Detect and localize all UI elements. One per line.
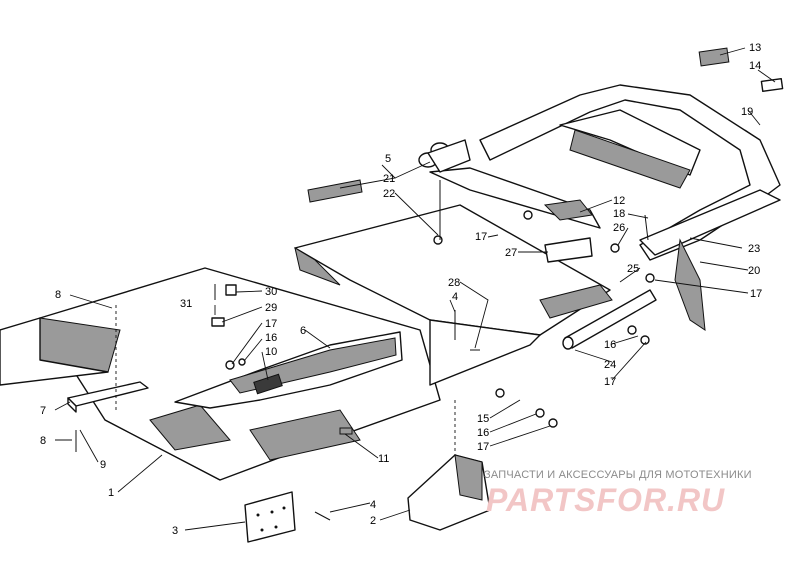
- strip-5: [307, 179, 363, 203]
- plate-14: [760, 77, 784, 93]
- callout-4-b: 4: [370, 499, 376, 511]
- watermark-logo: PARTSFOR.RU: [486, 482, 726, 518]
- callout-18: 18: [613, 208, 625, 220]
- callout-16-a: 16: [265, 332, 277, 344]
- callout-20: 20: [748, 265, 760, 277]
- callout-5: 5: [385, 153, 391, 165]
- mid-tunnel: [294, 204, 613, 386]
- block-7: [67, 381, 149, 413]
- callout-30: 30: [265, 286, 277, 298]
- callout-3: 3: [172, 525, 178, 537]
- callout-26: 26: [613, 222, 625, 234]
- callout-14: 14: [749, 60, 761, 72]
- callout-17-a: 17: [475, 231, 487, 243]
- callout-8-a: 8: [55, 289, 61, 301]
- tubes-21: [418, 139, 471, 173]
- callout-13: 13: [749, 42, 761, 54]
- side-rail-12: [429, 167, 601, 229]
- callout-9: 9: [100, 459, 106, 471]
- watermark-subtitle: ЗАПЧАСТИ И АКСЕССУАРЫ ДЛЯ МОТОТЕХНИКИ: [484, 469, 752, 481]
- callout-2: 2: [370, 515, 376, 527]
- callout-21: 21: [383, 173, 395, 185]
- callout-1: 1: [108, 487, 114, 499]
- callout-17-c: 17: [604, 376, 616, 388]
- plate-13: [698, 47, 730, 67]
- callout-10: 10: [265, 346, 277, 358]
- mount-bracket-2: [407, 400, 491, 531]
- callout-25: 25: [627, 263, 639, 275]
- tunnel-plate: [0, 267, 441, 481]
- callout-31: 31: [180, 298, 192, 310]
- callout-11: 11: [378, 453, 389, 465]
- callout-6: 6: [300, 325, 306, 337]
- callout-17-e: 17: [750, 288, 762, 300]
- spacer-27: [544, 237, 593, 263]
- bracket-10: [253, 373, 283, 395]
- leader-lines: [54, 47, 776, 531]
- callout-17-d: 17: [477, 441, 489, 453]
- callout-28: 28: [448, 277, 460, 289]
- callout-16-b: 16: [604, 339, 616, 351]
- callout-29: 29: [265, 302, 277, 314]
- callout-15: 15: [477, 413, 489, 425]
- callout-4-a: 4: [452, 291, 458, 303]
- rod-24: [562, 289, 657, 350]
- fasteners: [211, 180, 655, 435]
- callout-16-c: 16: [477, 427, 489, 439]
- rear-frame: [479, 84, 781, 332]
- callout-numbers: 13 14 19 5 21 22 12 18 26 17 27 23 20 25…: [40, 42, 762, 537]
- callout-19: 19: [741, 106, 753, 118]
- callout-12: 12: [613, 195, 625, 207]
- plate-3: [244, 491, 296, 543]
- callout-8-b: 8: [40, 435, 46, 447]
- callout-17-b: 17: [265, 318, 277, 330]
- callout-23: 23: [748, 243, 760, 255]
- callout-22: 22: [383, 188, 395, 200]
- callout-27: 27: [505, 247, 517, 259]
- bolt-4-lower: [314, 511, 331, 521]
- callout-24: 24: [604, 359, 616, 371]
- callout-7: 7: [40, 405, 46, 417]
